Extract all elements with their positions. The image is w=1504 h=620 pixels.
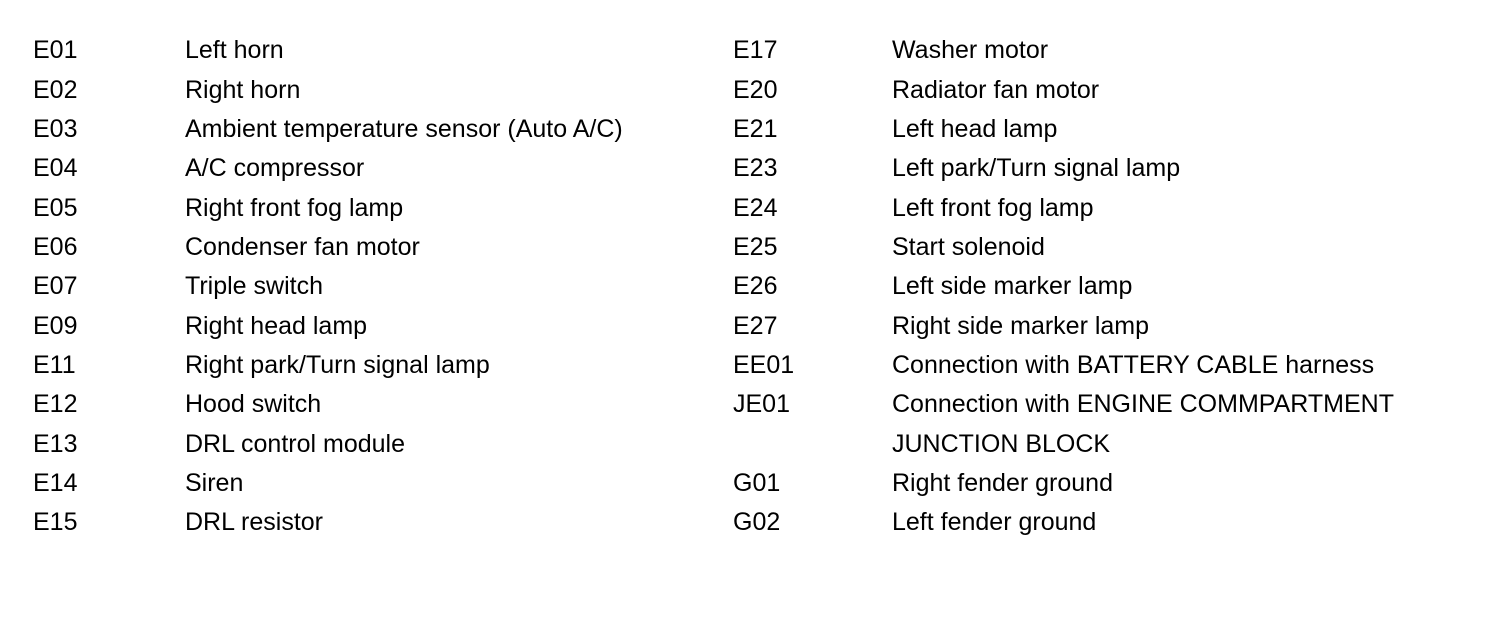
component-description: Siren bbox=[185, 468, 244, 497]
legend-row: E17 Washer motor bbox=[733, 31, 1493, 70]
component-description: Start solenoid bbox=[892, 232, 1045, 261]
legend-column-left: E01 Left horn E02 Right horn E03 Ambient te… bbox=[33, 31, 723, 542]
component-code: G02 bbox=[733, 508, 781, 537]
legend-row: E20 Radiator fan motor bbox=[733, 70, 1493, 109]
component-code: E25 bbox=[733, 232, 778, 261]
component-description: Condenser fan motor bbox=[185, 232, 420, 261]
component-description: Left head lamp bbox=[892, 114, 1058, 143]
component-code: E27 bbox=[733, 311, 778, 340]
component-code: E07 bbox=[33, 272, 78, 301]
legend-row: E07 Triple switch bbox=[33, 267, 723, 306]
legend-row: E11 Right park/Turn signal lamp bbox=[33, 346, 723, 385]
legend-row: E04 A/C compressor bbox=[33, 149, 723, 188]
legend-row: E09 Right head lamp bbox=[33, 306, 723, 345]
component-description: JUNCTION BLOCK bbox=[892, 429, 1111, 458]
component-code: E17 bbox=[733, 36, 778, 65]
component-code: E04 bbox=[33, 154, 78, 183]
component-description: Connection with ENGINE COMMPARTMENT bbox=[892, 390, 1394, 419]
legend-column-right: E17 Washer motor E20 Radiator fan motor E2… bbox=[733, 31, 1493, 542]
component-code: E26 bbox=[733, 272, 778, 301]
component-code: E24 bbox=[733, 193, 778, 222]
legend-row: E27 Right side marker lamp bbox=[733, 306, 1493, 345]
component-description: Left park/Turn signal lamp bbox=[892, 154, 1181, 183]
component-description: Left side marker lamp bbox=[892, 272, 1133, 301]
legend-row: G01 Right fender ground bbox=[733, 464, 1493, 503]
component-code: E23 bbox=[733, 154, 778, 183]
legend-row: E15 DRL resistor bbox=[33, 503, 723, 542]
component-description: Right head lamp bbox=[185, 311, 368, 340]
component-description: A/C compressor bbox=[185, 154, 365, 183]
legend-row: E14 Siren bbox=[33, 464, 723, 503]
component-description: DRL control module bbox=[185, 429, 406, 458]
component-description: Right park/Turn signal lamp bbox=[185, 350, 490, 379]
component-description: Left front fog lamp bbox=[892, 193, 1094, 222]
component-code: E05 bbox=[33, 193, 78, 222]
component-description: Ambient temperature sensor (Auto A/C) bbox=[185, 114, 623, 143]
component-description: Right side marker lamp bbox=[892, 311, 1150, 340]
component-description: Connection with BATTERY CABLE harness bbox=[892, 350, 1375, 379]
legend-row: E01 Left horn bbox=[33, 31, 723, 70]
component-description: Hood switch bbox=[185, 390, 322, 419]
component-code: E21 bbox=[733, 114, 778, 143]
component-description: Right front fog lamp bbox=[185, 193, 404, 222]
component-code: E06 bbox=[33, 232, 78, 261]
component-code: E03 bbox=[33, 114, 78, 143]
legend-row: G02 Left fender ground bbox=[733, 503, 1493, 542]
component-description: Right fender ground bbox=[892, 468, 1113, 497]
component-code: E11 bbox=[33, 350, 76, 379]
legend-row: E13 DRL control module bbox=[33, 424, 723, 463]
component-code: E09 bbox=[33, 311, 78, 340]
component-description: Triple switch bbox=[185, 272, 323, 301]
legend-row-continuation: JUNCTION BLOCK bbox=[733, 424, 1493, 463]
legend-row: E24 Left front fog lamp bbox=[733, 188, 1493, 227]
component-code: E12 bbox=[33, 390, 78, 419]
legend-row: EE01 Connection with BATTERY CABLE harnes… bbox=[733, 346, 1493, 385]
legend-row: E26 Left side marker lamp bbox=[733, 267, 1493, 306]
legend-row: E02 Right horn bbox=[33, 70, 723, 109]
legend-row: JE01 Connection with ENGINE COMMPARTMENT bbox=[733, 385, 1493, 424]
component-code: E15 bbox=[33, 508, 78, 537]
component-description: Right horn bbox=[185, 75, 301, 104]
component-description: Left horn bbox=[185, 36, 284, 65]
legend-row: E23 Left park/Turn signal lamp bbox=[733, 149, 1493, 188]
legend-row: E21 Left head lamp bbox=[733, 110, 1493, 149]
component-code: E13 bbox=[33, 429, 78, 458]
legend-row: E25 Start solenoid bbox=[733, 228, 1493, 267]
component-description: DRL resistor bbox=[185, 508, 323, 537]
component-code: E01 bbox=[33, 36, 78, 65]
component-description: Washer motor bbox=[892, 36, 1049, 65]
legend-row: E12 Hood switch bbox=[33, 385, 723, 424]
component-code: E14 bbox=[33, 468, 78, 497]
component-code: G01 bbox=[733, 468, 781, 497]
legend-row: E03 Ambient temperature sensor (Auto A/C) bbox=[33, 110, 723, 149]
component-code: JE01 bbox=[733, 390, 790, 419]
legend-row: E06 Condenser fan motor bbox=[33, 228, 723, 267]
component-code: E20 bbox=[733, 75, 778, 104]
component-description: Left fender ground bbox=[892, 508, 1097, 537]
component-code: E02 bbox=[33, 75, 78, 104]
component-code: EE01 bbox=[733, 350, 795, 379]
legend-row: E05 Right front fog lamp bbox=[33, 188, 723, 227]
component-description: Radiator fan motor bbox=[892, 75, 1100, 104]
